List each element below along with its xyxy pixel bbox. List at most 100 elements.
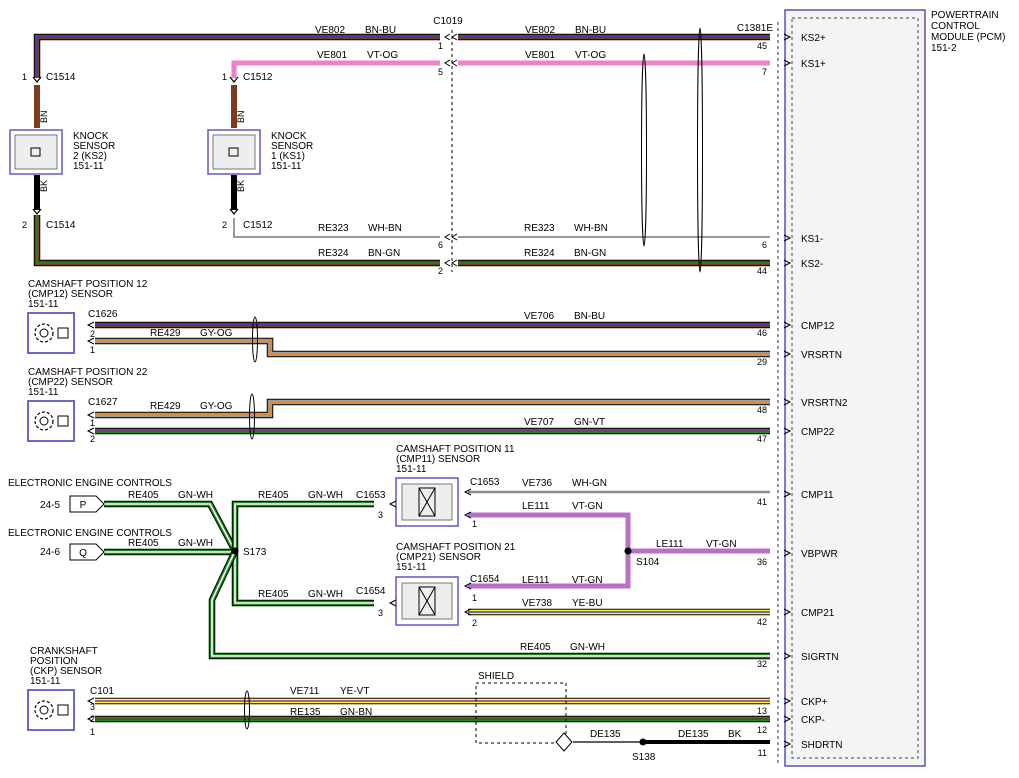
ckp-sensor-gear — [34, 700, 54, 720]
cmp22-sensor-gear — [34, 411, 54, 431]
re323b-circuit-label: RE323 — [524, 223, 555, 234]
ckp-pin3: 3 — [90, 702, 95, 712]
pcm-pin-arrow — [783, 490, 792, 498]
re323a-color-label: WH-BN — [368, 223, 402, 234]
s138-label: S138 — [632, 752, 656, 763]
eec1-label: ELECTRONIC ENGINE CONTROLS — [8, 478, 172, 489]
pcm-pin-name-ks1: KS1+ — [801, 59, 826, 70]
s173-splice — [231, 547, 239, 555]
pcm-pin-name-ckp: CKP- — [801, 715, 825, 726]
le111b-wire — [468, 551, 631, 589]
eec1-tag — [69, 495, 105, 513]
ks-connector-marker-1 — [32, 208, 42, 215]
twist-ckp — [244, 690, 250, 730]
pcm-pin-arrow — [783, 59, 792, 67]
pcm-pin-name-vrsrtn: VRSRTN — [801, 350, 842, 361]
re135-circuit-label: RE135 — [290, 707, 321, 718]
cmp11-connector-b: C1653 — [356, 490, 386, 501]
cmp-connector-arrow-5 — [388, 599, 397, 607]
cmp12-sensor-gear — [34, 323, 54, 343]
cmp-connector-arrow-1 — [463, 511, 472, 519]
pcm-title-line: CONTROL — [931, 21, 980, 32]
pcm-pin-name-ks1: KS1- — [801, 234, 823, 245]
pcm-pin-arrow — [783, 321, 792, 329]
c1019-pin-3-b — [451, 259, 458, 267]
ckp-label-line: (CKP) SENSOR — [30, 666, 102, 677]
ve801a-color-label: VT-OG — [367, 50, 398, 61]
ve736-pin-number: 41 — [757, 497, 767, 507]
ve801a-wire — [231, 60, 440, 78]
sensor-connector-arrow-4 — [86, 697, 95, 705]
re324b-color-label: BN-GN — [574, 248, 606, 259]
s173-label: S173 — [243, 547, 267, 558]
re405c-color-label: GN-WH — [308, 490, 343, 501]
c1019-pin-1-a — [444, 59, 451, 67]
pcm-pin-name-cmp21: CMP21 — [801, 608, 835, 619]
ks-connector-marker-2 — [229, 76, 239, 83]
pcm-pin-name-shdrtn: SHDRTN — [801, 740, 842, 751]
cmp21-sensor-element-diag2 — [418, 586, 436, 616]
ve706-pin-number: 46 — [757, 328, 767, 338]
s138-splice — [639, 738, 647, 746]
ve801a-pin-number: 5 — [438, 67, 443, 77]
re324a-color-label: BN-GN — [368, 248, 400, 259]
ks1-sensor-symbol — [228, 147, 239, 157]
twist-ks1 — [641, 53, 647, 247]
re323a-circuit-label: RE323 — [318, 223, 349, 234]
pcm-pin-arrow — [783, 33, 792, 41]
cmp22-connector-label: C1627 — [88, 397, 118, 408]
cmp21-sensor-element — [418, 586, 436, 616]
ks-connector-marker-0 — [32, 76, 42, 83]
ks1-connector-top-label: C1512 — [243, 72, 273, 83]
le111c-pin-number: 36 — [757, 557, 767, 567]
eec1-tag-letter: P — [80, 500, 87, 511]
pcm-title-line: MODULE (PCM) — [931, 32, 1005, 43]
ve738-color-label: YE-BU — [572, 598, 603, 609]
s104-splice — [624, 547, 632, 555]
re324b-pin-number: 44 — [757, 266, 767, 276]
re429b-circuit-label: RE429 — [150, 401, 181, 412]
sensor-connector-arrow-1 — [86, 337, 95, 345]
cmp21-pin3: 3 — [378, 608, 383, 618]
cmp11-pin1: 1 — [472, 519, 477, 529]
cmp12-connector-label: C1626 — [88, 309, 118, 320]
re323a-pin-number: 6 — [438, 240, 443, 250]
ks1-label-line: 1 (KS1) — [271, 151, 305, 162]
twist-ks2 — [697, 27, 703, 273]
ve707-color-label: GN-VT — [574, 417, 605, 428]
ks1-connector-bottom-label: C1512 — [243, 220, 273, 231]
pcm-pin-name-vbpwr: VBPWR — [801, 549, 838, 560]
re429a-pin-number: 29 — [757, 357, 767, 367]
ve736-color-label: WH-GN — [572, 478, 607, 489]
de135b-color-label: BK — [728, 729, 742, 740]
c1381e-label: C1381E — [737, 23, 773, 34]
re429b-wire-stripe — [95, 401, 770, 416]
pcm-pin-arrow — [783, 234, 792, 242]
ve707-pin-number: 47 — [757, 434, 767, 444]
ks1-sensor-inner — [212, 134, 256, 170]
sensor-connector-arrow-2 — [86, 411, 95, 419]
re429a-color-label: GY-OG — [200, 328, 233, 339]
sensor-connector-arrow-3 — [86, 427, 95, 435]
pcm-pin-arrow — [783, 549, 792, 557]
ks2-label-line: 151-11 — [73, 161, 104, 172]
cmp11-connector-a: C1653 — [470, 477, 500, 488]
ckp-label-line: POSITION — [30, 656, 78, 667]
shield-box — [475, 682, 567, 744]
re405e-circuit-label: RE405 — [520, 642, 551, 653]
cmp11-label-line: CAMSHAFT POSITION 11 — [396, 444, 515, 455]
re405e-pin-number: 32 — [757, 659, 767, 669]
shield-label: SHIELD — [478, 671, 514, 682]
eec2-ref: 24-6 — [40, 547, 60, 558]
ks1-pin-bot: 2 — [222, 220, 227, 230]
cmp22-pin1: 1 — [90, 418, 95, 428]
shield-drain-symbol — [555, 732, 573, 752]
re429a-wire-stripe — [95, 340, 770, 355]
pcm-module-box — [784, 9, 926, 767]
ve802a-circuit-label: VE802 — [315, 25, 345, 36]
cmp-connector-arrow-3 — [463, 608, 472, 616]
cmp22-sensor-box — [27, 400, 75, 442]
wires-layer — [33, 33, 770, 744]
re405e-wire-stripe — [211, 550, 770, 657]
pcm-pin-arrow — [783, 398, 792, 406]
